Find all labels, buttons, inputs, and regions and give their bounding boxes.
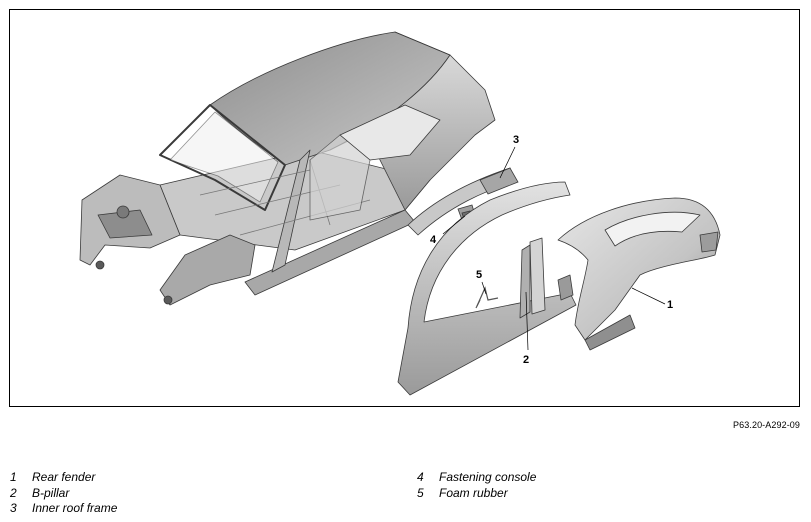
b-pillar-side-frame bbox=[397, 181, 577, 396]
callout-1: 1 bbox=[667, 299, 674, 311]
inner-roof-frame bbox=[407, 167, 519, 236]
callout-2: 2 bbox=[523, 354, 530, 366]
callout-leaders bbox=[442, 146, 666, 351]
illustration-frame: 1 2 3 4 5 bbox=[9, 9, 800, 407]
legend-left: 1 Rear fender 2 B-pillar 3 Inner roof frame bbox=[10, 470, 117, 517]
legend-right: 4 Fastening console 5 Foam rubber bbox=[417, 470, 536, 501]
body-in-white bbox=[79, 31, 496, 306]
legend-label: Inner roof frame bbox=[32, 501, 118, 515]
legend-number: 3 bbox=[10, 501, 17, 515]
legend-number: 2 bbox=[10, 485, 17, 500]
leader-3 bbox=[499, 146, 516, 179]
legend-number: 5 bbox=[417, 485, 424, 500]
leader-1 bbox=[631, 287, 666, 305]
legend-item: 4 Fastening console bbox=[417, 470, 536, 486]
legend-label: Foam rubber bbox=[439, 485, 508, 500]
legend-item: 5 Foam rubber bbox=[417, 486, 536, 502]
figure-reference-code: P63.20-A292-09 bbox=[733, 420, 800, 430]
leader-5 bbox=[481, 281, 487, 295]
legend-item: 2 B-pillar bbox=[10, 486, 117, 502]
leader-4 bbox=[442, 215, 466, 235]
leader-2 bbox=[525, 291, 529, 351]
legend-number: 1 bbox=[10, 470, 17, 484]
car-body-illustration bbox=[79, 31, 721, 396]
callout-5: 5 bbox=[476, 269, 483, 281]
callout-3: 3 bbox=[513, 134, 520, 146]
legend-item: 3 Inner roof frame bbox=[10, 501, 117, 517]
windscreen-frame bbox=[159, 104, 286, 211]
legend-item: 1 Rear fender bbox=[10, 470, 117, 486]
callout-4: 4 bbox=[430, 234, 437, 246]
foam-rubber bbox=[475, 286, 499, 309]
legend-label: B-pillar bbox=[32, 485, 70, 500]
legend-label: Fastening console bbox=[439, 470, 537, 484]
legend-label: Rear fender bbox=[32, 470, 96, 484]
rear-fender bbox=[557, 197, 721, 351]
legend-number: 4 bbox=[417, 470, 424, 484]
